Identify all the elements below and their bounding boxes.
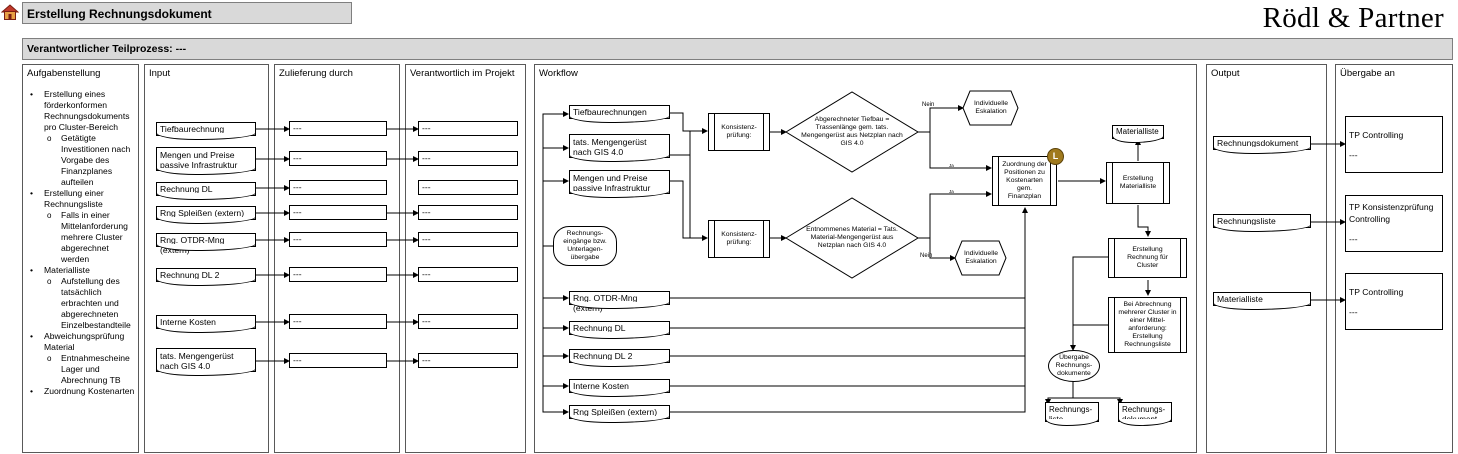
wf-doc-tiefbaurechnungen: Tiefbaurechnungen (569, 105, 670, 123)
wf-create-matlist: Erstellung Materialliste (1106, 162, 1170, 204)
supplier-field: --- (289, 205, 387, 220)
wf-assign-cost-types: Zuordnung der Positionen zu Kostenarten … (992, 156, 1057, 206)
lane-title: Input (149, 68, 171, 79)
wf-doc-materialliste: Materialliste (1112, 125, 1164, 143)
no-label-2: Nein (920, 253, 933, 259)
wf-decision-1: Abgerechneter Tiefbau = Trassenlänge gem… (801, 116, 903, 147)
recipient-box: TP Controlling --- (1345, 116, 1443, 173)
task-item: Erstellung eines förderkonformen Rechnun… (27, 89, 138, 133)
lane-title: Zulieferung durch (279, 68, 353, 79)
wf-doc-interne-kosten: Interne Kosten (569, 379, 670, 397)
task-item: Erstellung einer Rechnungsliste (27, 188, 138, 210)
input-doc: tats. Mengengerüst nach GIS 4.0 (156, 348, 256, 376)
input-doc: Mengen und Preise passive Infrastruktur (156, 147, 256, 175)
task-item: Entnahmescheine Lager und Abrechnung TB (27, 353, 138, 386)
wf-decision-2: Entnommenes Material = Tats. Material-Me… (806, 226, 898, 249)
yes-label-2: Ja (949, 189, 954, 194)
wf-handover: Übergabe Rechnungs-dokumente (1048, 350, 1100, 382)
wf-create-invoice: Erstellung Rechnung für Cluster (1108, 238, 1187, 278)
lane-title: Aufgabenstellung (27, 68, 101, 79)
wf-escalation-1: Individuelle Eskalation (973, 100, 1008, 115)
responsible-field: --- (418, 205, 518, 220)
wf-create-matlist-label: Erstellung Materialliste (1119, 175, 1157, 190)
subprocess-bar: Verantwortlicher Teilprozess: --- (22, 38, 1453, 60)
responsible-field: --- (418, 232, 518, 247)
input-doc: Interne Kosten (156, 315, 256, 333)
output-doc-materialliste: Materialliste (1213, 292, 1311, 310)
wf-check-2-label: Konsistenz-prüfung: (721, 231, 757, 246)
lane-title: Verantwortlich im Projekt (410, 68, 515, 79)
task-item: Zuordnung Kostenarten (27, 386, 138, 397)
wf-doc-spleissen: Rng Spleißen (extern) (569, 405, 670, 423)
supplier-field: --- (289, 232, 387, 247)
supplier-field: --- (289, 314, 387, 329)
recipient-value: --- (1349, 234, 1358, 244)
output-doc-rechnungsdokument: Rechnungsdokument (1213, 136, 1311, 154)
wf-check-1-label: Konsistenz-prüfung: (721, 124, 757, 139)
responsible-field: --- (418, 151, 518, 166)
wf-create-list: Bei Abrechnung mehrerer Cluster in einer… (1108, 297, 1187, 353)
wf-create-list-label: Bei Abrechnung mehrerer Cluster in einer… (1118, 301, 1177, 348)
task-item: Materialliste (27, 265, 138, 276)
brand-logo: Rödl & Partner (1262, 2, 1444, 34)
input-doc: Rechnung DL (156, 182, 256, 200)
supplier-field: --- (289, 267, 387, 282)
task-item: Abweichungsprüfung Material (27, 331, 138, 353)
task-item: Falls in einer Mittelanforderung mehrere… (27, 210, 138, 265)
wf-doc-rechnung-dl: Rechnung DL (569, 321, 670, 339)
supplier-field: --- (289, 353, 387, 368)
task-item: Aufstellung des tatsächlich erbrachten u… (27, 276, 138, 331)
input-doc: Rechnung DL 2 (156, 268, 256, 286)
wf-doc-mengengeruest: tats. Mengengerüst nach GIS 4.0 (569, 134, 670, 162)
recipient-value: --- (1349, 150, 1358, 160)
yes-label-1: Ja (949, 163, 954, 168)
output-doc-rechnungsliste: Rechnungsliste (1213, 214, 1311, 232)
wf-start-terminal: Rechnungs-eingänge bzw. Unterlagen-überg… (553, 226, 617, 266)
recipient-box: TP Controlling --- (1345, 273, 1443, 330)
recipient-name: TP Controlling (1349, 130, 1404, 140)
lane-title: Übergabe an (1340, 68, 1395, 79)
assign-badge: L (1047, 148, 1064, 165)
supplier-field: --- (289, 121, 387, 136)
task-list: Erstellung eines förderkonformen Rechnun… (27, 89, 138, 397)
task-item: Getätigte Investitionen nach Vorgabe des… (27, 133, 138, 188)
wf-doc-rechnungsliste: Rechnungs-liste (1045, 402, 1099, 426)
responsible-field: --- (418, 353, 518, 368)
responsible-field: --- (418, 314, 518, 329)
wf-doc-otdr: Rng. OTDR-Mng (extern) (569, 291, 670, 313)
recipient-box: TP Konsistenzprüfung Controlling --- (1345, 195, 1443, 252)
page-title: Erstellung Rechnungsdokument (22, 2, 352, 24)
input-doc: Rng Spleißen (extern) (156, 206, 256, 224)
supplier-field: --- (289, 180, 387, 195)
wf-escalation-2: Individuelle Eskalation (963, 250, 998, 265)
lane-title: Output (1211, 68, 1240, 79)
wf-doc-rechnungsdokument: Rechnungs-dokument (1118, 402, 1172, 426)
input-doc: Rng. OTDR-Mng (extern) (156, 233, 256, 255)
wf-check-2: Konsistenz-prüfung: (708, 220, 770, 258)
home-icon[interactable] (0, 3, 20, 21)
responsible-field: --- (418, 267, 518, 282)
supplier-field: --- (289, 151, 387, 166)
wf-doc-mengen-preise: Mengen und Preise passive Infrastruktur (569, 170, 670, 198)
lane-output: Output (1206, 64, 1327, 453)
lane-aufgabenstellung: Aufgabenstellung Erstellung eines förder… (22, 64, 139, 453)
recipient-name: TP Controlling (1349, 287, 1404, 297)
no-label-1: Nein (922, 102, 935, 108)
wf-assign-label: Zuordnung der Positionen zu Kostenarten … (1002, 161, 1047, 200)
wf-check-1: Konsistenz-prüfung: (708, 113, 770, 151)
wf-create-invoice-label: Erstellung Rechnung für Cluster (1127, 246, 1168, 269)
wf-doc-rechnung-dl2: Rechnung DL 2 (569, 349, 670, 367)
lane-title: Workflow (539, 68, 578, 79)
recipient-value: --- (1349, 307, 1358, 317)
responsible-field: --- (418, 180, 518, 195)
input-doc: Tiefbaurechnung (156, 122, 256, 140)
recipient-name: TP Konsistenzprüfung Controlling (1349, 202, 1434, 224)
responsible-field: --- (418, 121, 518, 136)
